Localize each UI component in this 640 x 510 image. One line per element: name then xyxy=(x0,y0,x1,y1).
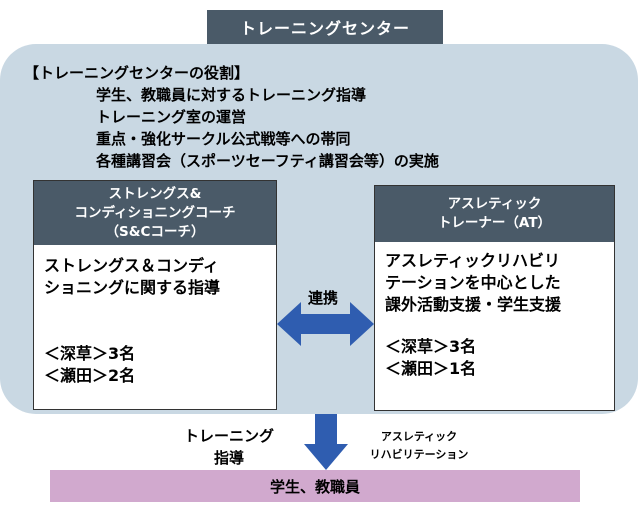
role-item: 各種講習会（スポーツセーフティ講習会等）の実施 xyxy=(96,152,439,170)
role-item: 学生、教職員に対するトレーニング指導 xyxy=(96,86,367,104)
sc-staff-line: ＜深草＞3名 xyxy=(44,344,136,363)
title-text: トレーニングセンター xyxy=(239,19,410,38)
sc-staff-line: ＜瀬田＞2名 xyxy=(44,366,136,385)
students-staff-bar: 学生、教職員 xyxy=(50,470,580,502)
at-desc-line: テーションを中心とした xyxy=(385,273,561,292)
double-arrow-icon xyxy=(277,302,374,346)
at-staff-line: ＜深草＞3名 xyxy=(385,337,477,356)
training-label-line: 指導 xyxy=(213,449,244,467)
training-label-line: トレーニング xyxy=(183,427,274,445)
title-bar: トレーニングセンター xyxy=(207,10,443,44)
sc-desc-line: ストレングス＆コンディ xyxy=(44,256,219,275)
roles-list: 【トレーニングセンターの役割】 学生、教職員に対するトレーニング指導 トレーニン… xyxy=(24,62,439,172)
sc-coach-body: ストレングス＆コンディ ショニングに関する指導 ＜深草＞3名 ＜瀬田＞2名 xyxy=(34,245,276,387)
roles-heading: 【トレーニングセンターの役割】 xyxy=(24,64,250,82)
sc-header-line: ストレングス& xyxy=(108,185,202,202)
role-item: 重点・強化サークル公式戦等への帯同 xyxy=(96,130,351,148)
rehab-label-line: アスレティック xyxy=(380,430,458,443)
link-label: 連携 xyxy=(308,289,339,307)
at-header: アスレティック トレーナー（AT） xyxy=(375,186,614,242)
sc-coach-box: ストレングス& コンディショニングコーチ （S&Cコーチ） ストレングス＆コンデ… xyxy=(33,180,277,410)
role-item: トレーニング室の運営 xyxy=(96,108,247,126)
at-desc-line: 課外活動支援・学生支援 xyxy=(385,295,562,314)
at-header-line: トレーナー（AT） xyxy=(437,215,552,231)
rehab-label-line: リハビリテーション xyxy=(369,448,469,461)
sc-header-line: コンディショニングコーチ xyxy=(74,204,236,221)
rehab-label: アスレティック リハビリテーション xyxy=(364,428,474,464)
at-desc-line: アスレティックリハビリ xyxy=(385,251,561,270)
at-body: アスレティックリハビリ テーションを中心とした 課外活動支援・学生支援 ＜深草＞… xyxy=(375,242,614,380)
at-header-line: アスレティック xyxy=(447,196,542,212)
sc-coach-header: ストレングス& コンディショニングコーチ （S&Cコーチ） xyxy=(34,181,276,245)
at-staff-line: ＜瀬田＞1名 xyxy=(385,359,477,378)
students-staff-text: 学生、教職員 xyxy=(269,477,360,496)
training-label: トレーニング 指導 xyxy=(174,425,284,469)
sc-desc-line: ショニングに関する指導 xyxy=(44,278,221,297)
down-arrow-icon xyxy=(304,414,348,470)
at-box: アスレティック トレーナー（AT） アスレティックリハビリ テーションを中心とし… xyxy=(374,185,615,411)
sc-header-line: （S&Cコーチ） xyxy=(105,223,205,240)
